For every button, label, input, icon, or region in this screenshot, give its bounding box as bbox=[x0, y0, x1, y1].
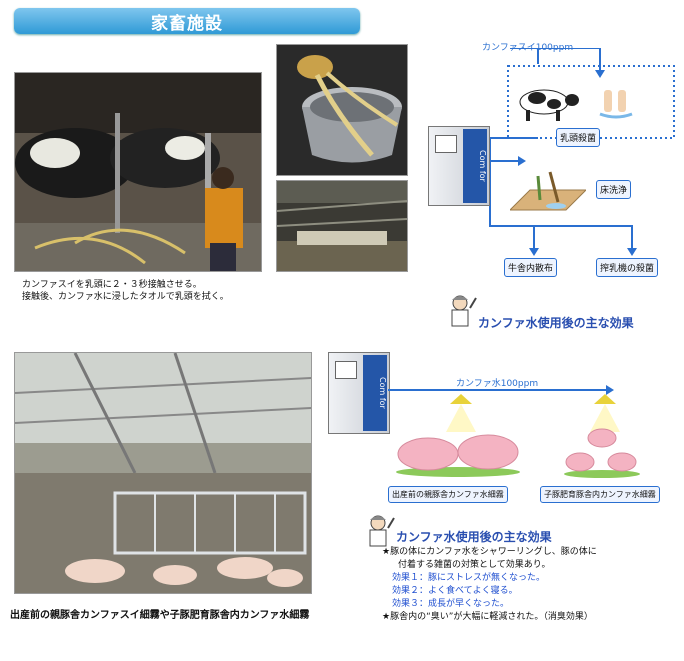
piglets-icon bbox=[564, 428, 640, 478]
barn-photo bbox=[276, 180, 408, 272]
bucket-photo bbox=[276, 44, 408, 176]
comfor-machine-bottom: Com for bbox=[328, 352, 390, 434]
mist-sprinkler-icon-left bbox=[446, 394, 476, 432]
pig-photo-caption: 出産前の親豚舎カンファスイ細霧や子豚肥育豚舎内カンファ水細霧 bbox=[10, 610, 310, 621]
pig-barn-photo bbox=[14, 352, 312, 594]
caption-line-2: 接触後、カンファ水に浸したタオルで乳頭を拭く。 bbox=[22, 292, 229, 302]
effect-intro-1: ★豚の体にカンファ水をシャワーリングし、豚の体に bbox=[382, 547, 597, 557]
label-milker-sterilize: 搾乳機の殺菌 bbox=[596, 258, 659, 277]
milking-caption: カンファスイを乳頭に２・３秒接触させる。 接触後、カンファ水に浸したタオルで乳頭… bbox=[22, 279, 282, 303]
label-teat-sterilize: 乳頭殺菌 bbox=[556, 128, 601, 147]
label-sow-barn: 出産前の親豚舎カンファ水細霧 bbox=[388, 486, 508, 503]
page-title: 家畜施設 bbox=[151, 13, 223, 34]
comfor-machine-top: Com for bbox=[428, 126, 490, 206]
machine-panel-bottom: Com for bbox=[363, 355, 387, 431]
doctor-icon-bottom bbox=[369, 515, 395, 547]
pig-diagram-lines bbox=[388, 385, 614, 395]
effect-intro-2: 付着する雑菌の対策として効果あり。 bbox=[398, 560, 551, 570]
hands-wiping-icon bbox=[599, 90, 633, 119]
doctor-icon-top bbox=[451, 295, 477, 327]
machine-label: Com for bbox=[478, 150, 487, 182]
effect-title-top: カンファ水使用後の主な効果 bbox=[478, 316, 634, 330]
machine-label-bottom: Com for bbox=[378, 377, 387, 409]
effect-3: 効果３：成長が早くなった。 bbox=[392, 599, 510, 609]
label-floor-wash: 床洗浄 bbox=[596, 180, 632, 199]
effect-1: 効果１：豚にストレスが無くなった。 bbox=[392, 573, 546, 583]
section-title-bar: 家畜施設 bbox=[14, 8, 360, 34]
effects-list: ★豚の体にカンファ水をシャワーリングし、豚の体に 付着する雑菌の対策として効果あ… bbox=[382, 546, 597, 624]
machine-screen-bottom bbox=[335, 361, 357, 379]
effect-title-bottom: カンファ水使用後の主な効果 bbox=[396, 530, 552, 544]
sow-pigs-icon bbox=[396, 434, 520, 477]
caption-line-1: カンファスイを乳頭に２・３秒接触させる。 bbox=[22, 280, 202, 290]
machine-panel: Com for bbox=[463, 129, 487, 203]
mist-sprinkler-icon-right bbox=[590, 394, 620, 432]
label-barn-spray: 牛舎内散布 bbox=[504, 258, 558, 277]
effect-odor: ★豚舎内の“臭い”が大幅に軽減された。（消臭効果） bbox=[382, 612, 593, 622]
machine-screen bbox=[435, 135, 457, 153]
milking-photo bbox=[14, 72, 262, 272]
floor-washing-icon bbox=[510, 171, 586, 211]
concentration-label-bottom: カンファ水100ppm bbox=[456, 379, 539, 389]
label-piglet-barn: 子豚肥育豚舎内カンファ水細霧 bbox=[540, 486, 660, 503]
cow-icon bbox=[519, 89, 579, 121]
effect-2: 効果２：よく食べてよく寝る。 bbox=[392, 586, 518, 596]
